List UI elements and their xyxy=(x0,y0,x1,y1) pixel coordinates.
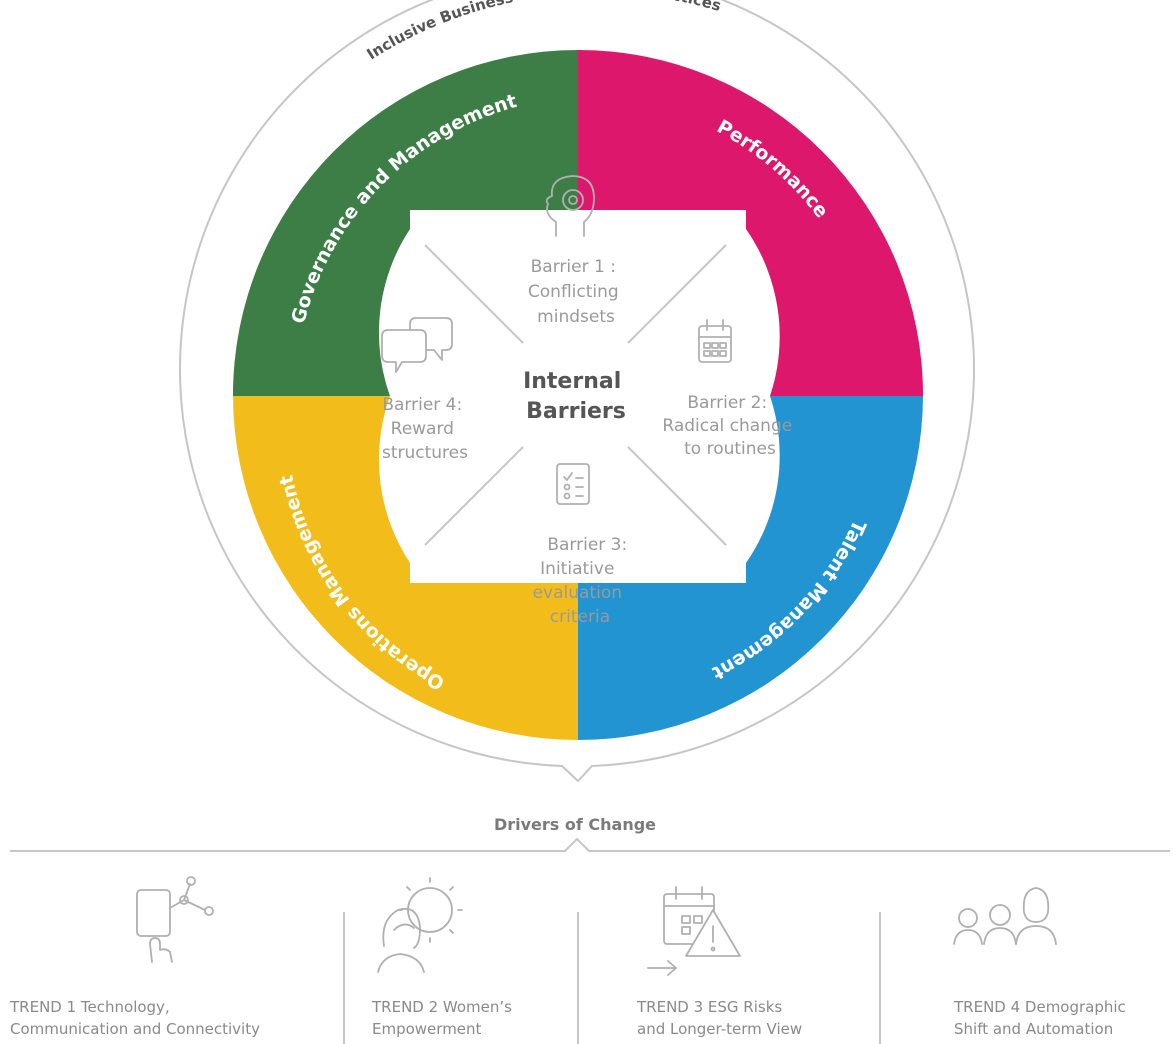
touch-network-icon xyxy=(136,876,214,963)
calendar-warning-icon xyxy=(647,886,741,976)
head-gear-icon xyxy=(545,175,595,237)
speech-bubbles-icon xyxy=(381,317,453,373)
drivers-divider-line xyxy=(10,837,1170,852)
divider-top-right xyxy=(627,244,727,344)
barrier-1-text: Barrier 1 : Conflicting mindsets xyxy=(528,257,624,327)
center-title: Internal Barriers xyxy=(523,369,629,424)
woman-gear-icon xyxy=(377,877,463,973)
trend-2-text: TREND 2 Women’s Empowerment xyxy=(371,998,517,1038)
trend-4-text: TREND 4 Demographic Shift and Automation xyxy=(953,998,1131,1038)
barrier-3-text: Barrier 3: Initiative evaluation criteri… xyxy=(533,535,633,627)
barrier-2-text: Barrier 2: Radical change to routines xyxy=(662,393,797,459)
calendar-icon xyxy=(698,319,732,363)
quadrant-governance xyxy=(232,50,579,396)
quadrant-performance xyxy=(578,50,924,396)
people-group-icon xyxy=(953,887,1057,945)
divider-top-left xyxy=(424,244,524,344)
quadrant-talent-management xyxy=(578,396,923,740)
trend-3-text: TREND 3 ESG Risks and Longer-term View xyxy=(636,998,802,1038)
barrier-4-text: Barrier 4: Reward structures xyxy=(382,395,468,463)
quadrant-operations-management xyxy=(233,396,578,740)
outer-ring xyxy=(179,0,975,783)
checklist-icon xyxy=(556,463,590,505)
divider-bottom-left xyxy=(424,446,524,546)
trend-1-text: TREND 1 Technology, Communication and Co… xyxy=(9,998,260,1038)
divider-bottom-right xyxy=(627,446,727,546)
drivers-of-change-label: Drivers of Change xyxy=(494,815,656,834)
